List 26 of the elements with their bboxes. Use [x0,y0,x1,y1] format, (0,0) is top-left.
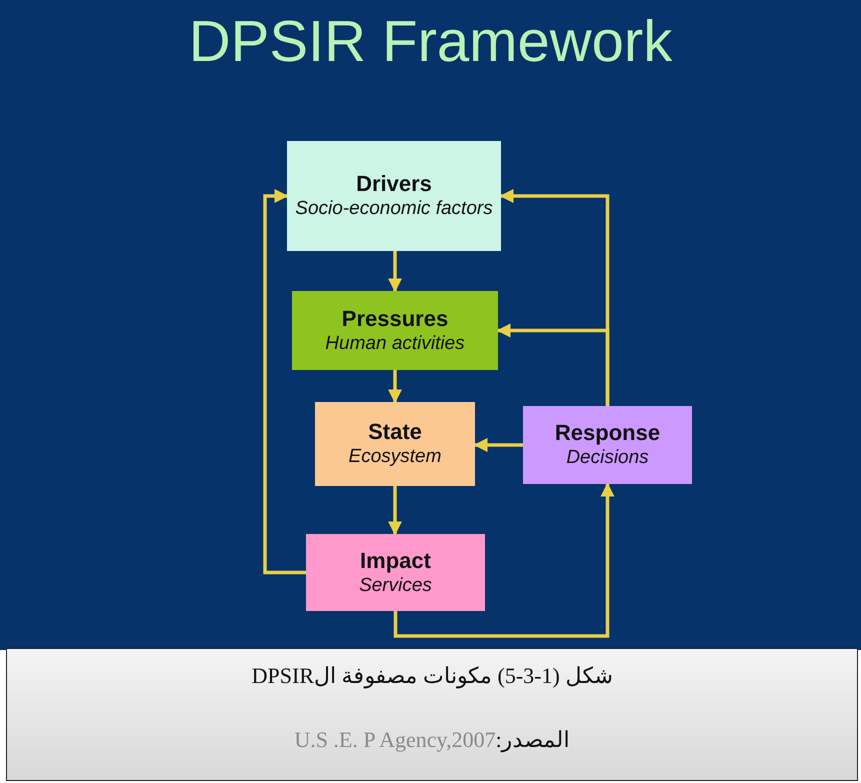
box-title: State [368,419,422,446]
arrow [394,482,614,638]
box-subtitle: Socio-economic factors [295,197,493,221]
source-label: المصدر: [496,727,570,753]
arrow [388,486,402,536]
arrow [474,438,523,452]
process-box [306,534,485,611]
title: DPSIR Framework [188,8,674,75]
box-subtitle: Decisions [566,446,649,470]
arrow [496,324,610,406]
process-box [292,291,498,370]
process-box [523,406,692,484]
arrow [388,251,402,292]
box-title: Response [554,420,660,446]
arrow [388,370,402,404]
box-title: Pressures [342,306,448,332]
source-text: U.S .E. P Agency,2007 [294,727,496,753]
box-title: Drivers [356,171,432,198]
arrow [263,189,306,574]
caption: شكل (1-3-5) مكونات مصفوفة الDPSIR [250,663,614,689]
box-title: Impact [360,548,431,574]
process-box [287,141,501,251]
process-box [315,402,475,486]
box-subtitle: Ecosystem [348,445,442,469]
box-subtitle: Services [359,574,432,598]
box-subtitle: Human activities [325,332,465,356]
